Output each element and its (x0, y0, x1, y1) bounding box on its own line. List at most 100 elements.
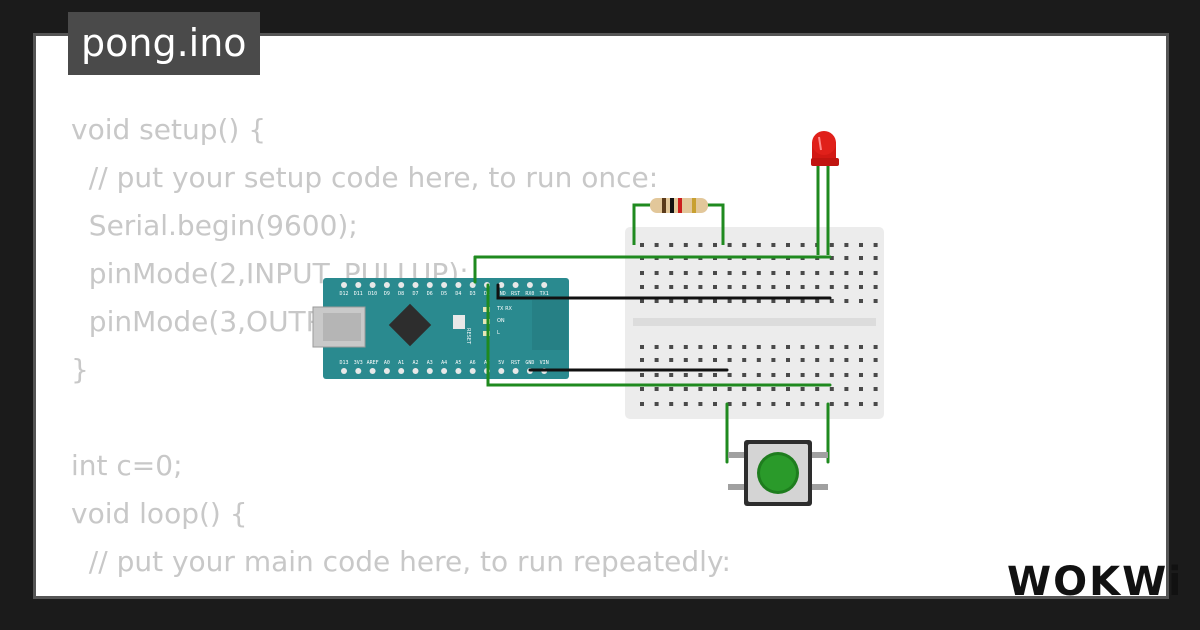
breadboard-hole[interactable] (771, 345, 776, 349)
code-line[interactable]: Serial.begin(9600); (71, 209, 358, 242)
breadboard-hole[interactable] (800, 402, 805, 406)
breadboard-hole[interactable] (800, 285, 805, 289)
breadboard-hole[interactable] (815, 402, 820, 406)
breadboard-hole[interactable] (786, 373, 790, 377)
board-pin[interactable] (398, 282, 405, 288)
breadboard-hole[interactable] (683, 373, 688, 377)
breadboard-hole[interactable] (683, 358, 688, 362)
breadboard-hole[interactable] (756, 345, 761, 349)
breadboard-hole[interactable] (756, 299, 761, 303)
breadboard-hole[interactable] (829, 285, 834, 289)
board-pin[interactable] (426, 368, 433, 374)
breadboard-hole[interactable] (844, 358, 849, 362)
breadboard-hole[interactable] (859, 285, 863, 289)
breadboard-hole[interactable] (742, 299, 747, 303)
breadboard-hole[interactable] (873, 243, 878, 247)
breadboard-hole[interactable] (654, 358, 659, 362)
breadboard-hole[interactable] (742, 271, 747, 275)
breadboard-hole[interactable] (873, 285, 878, 289)
breadboard-hole[interactable] (771, 243, 776, 247)
board-pin[interactable] (498, 282, 505, 288)
breadboard-hole[interactable] (640, 345, 644, 349)
breadboard-hole[interactable] (800, 243, 805, 247)
breadboard-hole[interactable] (713, 345, 717, 349)
breadboard-hole[interactable] (786, 358, 790, 362)
breadboard-hole[interactable] (698, 373, 703, 377)
board-pin[interactable] (341, 368, 347, 374)
breadboard-hole[interactable] (829, 373, 834, 377)
reset-button[interactable] (453, 315, 465, 329)
breadboard-hole[interactable] (786, 402, 790, 406)
code-line[interactable]: } (71, 353, 89, 386)
breadboard-hole[interactable] (756, 358, 761, 362)
breadboard-hole[interactable] (698, 402, 703, 406)
breadboard-hole[interactable] (756, 387, 761, 391)
breadboard-hole[interactable] (815, 387, 820, 391)
breadboard-hole[interactable] (683, 271, 688, 275)
breadboard-hole[interactable] (859, 271, 863, 275)
red-led[interactable] (811, 131, 839, 255)
breadboard-hole[interactable] (713, 373, 717, 377)
board-pin[interactable] (383, 282, 390, 288)
breadboard-hole[interactable] (698, 271, 703, 275)
breadboard-hole[interactable] (669, 358, 674, 362)
breadboard-hole[interactable] (873, 358, 878, 362)
breadboard-hole[interactable] (669, 402, 674, 406)
breadboard-hole[interactable] (756, 243, 761, 247)
breadboard-hole[interactable] (829, 256, 834, 260)
code-line[interactable]: void loop() { (71, 497, 248, 530)
breadboard-hole[interactable] (815, 285, 820, 289)
breadboard-hole[interactable] (727, 373, 732, 377)
breadboard-hole[interactable] (873, 402, 878, 406)
breadboard-hole[interactable] (669, 271, 674, 275)
board-pin[interactable] (512, 368, 519, 374)
resistor[interactable] (632, 198, 725, 245)
breadboard-hole[interactable] (859, 299, 863, 303)
breadboard-hole[interactable] (859, 358, 863, 362)
code-line[interactable]: // put your setup code here, to run once… (71, 161, 659, 194)
breadboard-hole[interactable] (640, 271, 644, 275)
breadboard-hole[interactable] (873, 345, 878, 349)
board-pin[interactable] (526, 282, 533, 288)
breadboard-hole[interactable] (698, 387, 703, 391)
breadboard-hole[interactable] (683, 285, 688, 289)
board-pin[interactable] (469, 368, 476, 374)
breadboard-hole[interactable] (800, 387, 805, 391)
breadboard-hole[interactable] (844, 373, 849, 377)
breadboard-hole[interactable] (683, 402, 688, 406)
breadboard-hole[interactable] (786, 271, 790, 275)
breadboard-hole[interactable] (698, 285, 703, 289)
board-pin[interactable] (412, 282, 419, 288)
breadboard-hole[interactable] (844, 387, 849, 391)
breadboard-hole[interactable] (713, 387, 717, 391)
breadboard-hole[interactable] (800, 299, 805, 303)
breadboard-hole[interactable] (771, 299, 776, 303)
breadboard-hole[interactable] (873, 387, 878, 391)
breadboard-hole[interactable] (800, 358, 805, 362)
breadboard-hole[interactable] (698, 299, 703, 303)
breadboard-hole[interactable] (654, 285, 659, 289)
breadboard-hole[interactable] (669, 299, 674, 303)
breadboard-hole[interactable] (698, 358, 703, 362)
board-pin[interactable] (383, 368, 390, 374)
breadboard-hole[interactable] (786, 387, 790, 391)
breadboard-hole[interactable] (771, 271, 776, 275)
breadboard-hole[interactable] (640, 358, 644, 362)
breadboard-hole[interactable] (815, 345, 820, 349)
breadboard-hole[interactable] (859, 243, 863, 247)
board-pin[interactable] (341, 282, 347, 288)
breadboard-hole[interactable] (859, 373, 863, 377)
breadboard-hole[interactable] (829, 271, 834, 275)
breadboard-hole[interactable] (683, 387, 688, 391)
breadboard-hole[interactable] (800, 345, 805, 349)
board-pin[interactable] (498, 368, 505, 374)
breadboard-hole[interactable] (800, 271, 805, 275)
breadboard-hole[interactable] (873, 299, 878, 303)
code-line[interactable]: int c=0; (71, 449, 183, 482)
code-line[interactable]: int a=digitalRead(2); (71, 586, 731, 596)
breadboard-hole[interactable] (654, 345, 659, 349)
breadboard-hole[interactable] (742, 402, 747, 406)
board-pin[interactable] (455, 368, 462, 374)
board-pin[interactable] (455, 282, 462, 288)
breadboard-hole[interactable] (669, 243, 674, 247)
